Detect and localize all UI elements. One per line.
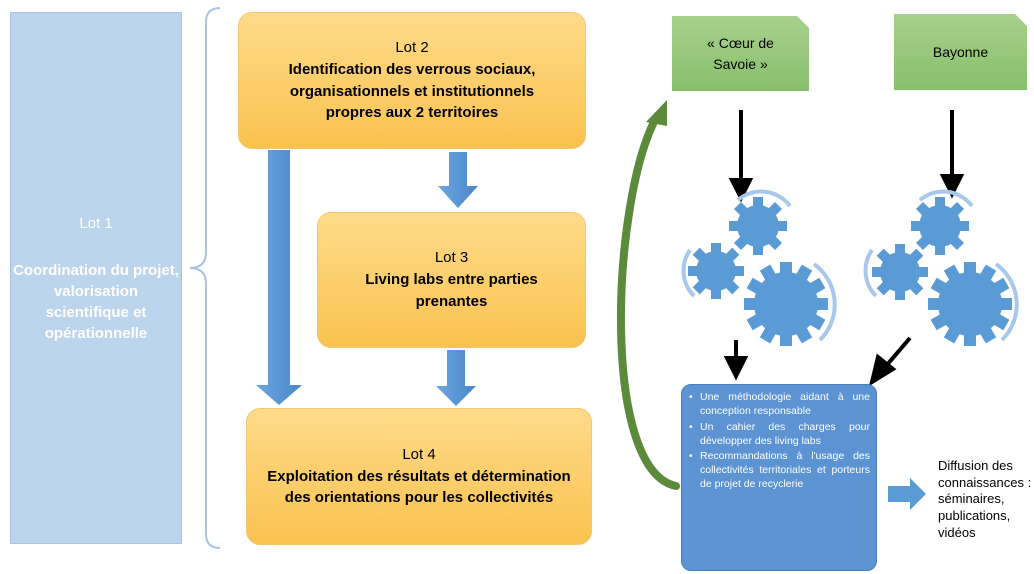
arrow-to-diffusion <box>888 478 926 510</box>
feedback-arrow <box>616 114 680 490</box>
lot4-description: Exploitation des résultats et déterminat… <box>267 467 571 507</box>
bracket <box>189 7 221 549</box>
territory-label: « Cœur de Savoie » <box>707 35 774 72</box>
output-item: Un cahier des charges pour développer de… <box>686 421 870 449</box>
arrow-lot2-lot3 <box>438 152 478 208</box>
lot1-description: Coordination du projet, valorisation sci… <box>13 261 179 342</box>
lot1-box: Lot 1 Coordination du projet, valorisati… <box>10 12 182 544</box>
lot4-box: Lot 4 Exploitation des résultats et déte… <box>246 408 592 545</box>
lot2-box: Lot 2 Identification des verrous sociaux… <box>238 12 586 149</box>
black-arrows <box>723 110 965 387</box>
territory-coeur-de-savoie: « Cœur de Savoie » <box>672 16 809 91</box>
outputs-box: Une méthodologie aidant à une conception… <box>681 384 877 571</box>
lot1-title: Lot 1 <box>79 214 113 232</box>
arrow-lot3-lot4 <box>436 350 476 406</box>
gears-icon <box>688 197 828 346</box>
arrow-lot2-lot4 <box>256 150 302 405</box>
lot4-title: Lot 4 <box>402 445 436 463</box>
lot3-description: Living labs entre parties prenantes <box>365 271 538 310</box>
territory-label: Bayonne <box>932 43 989 60</box>
output-item: Recommandations à l'usage des collectivi… <box>686 450 870 492</box>
lot3-box: Lot 3 Living labs entre parties prenante… <box>317 212 586 348</box>
territory-bayonne: Bayonne <box>894 14 1027 90</box>
lot2-description: Identification des verrous sociaux, orga… <box>288 60 536 122</box>
lot2-title: Lot 2 <box>395 39 429 56</box>
output-item: Une méthodologie aidant à une conception… <box>686 391 870 419</box>
lot3-title: Lot 3 <box>434 249 469 267</box>
gears-icon <box>872 197 1012 346</box>
diffusion-text: Diffusion des connaissances : séminaires… <box>938 458 1032 540</box>
